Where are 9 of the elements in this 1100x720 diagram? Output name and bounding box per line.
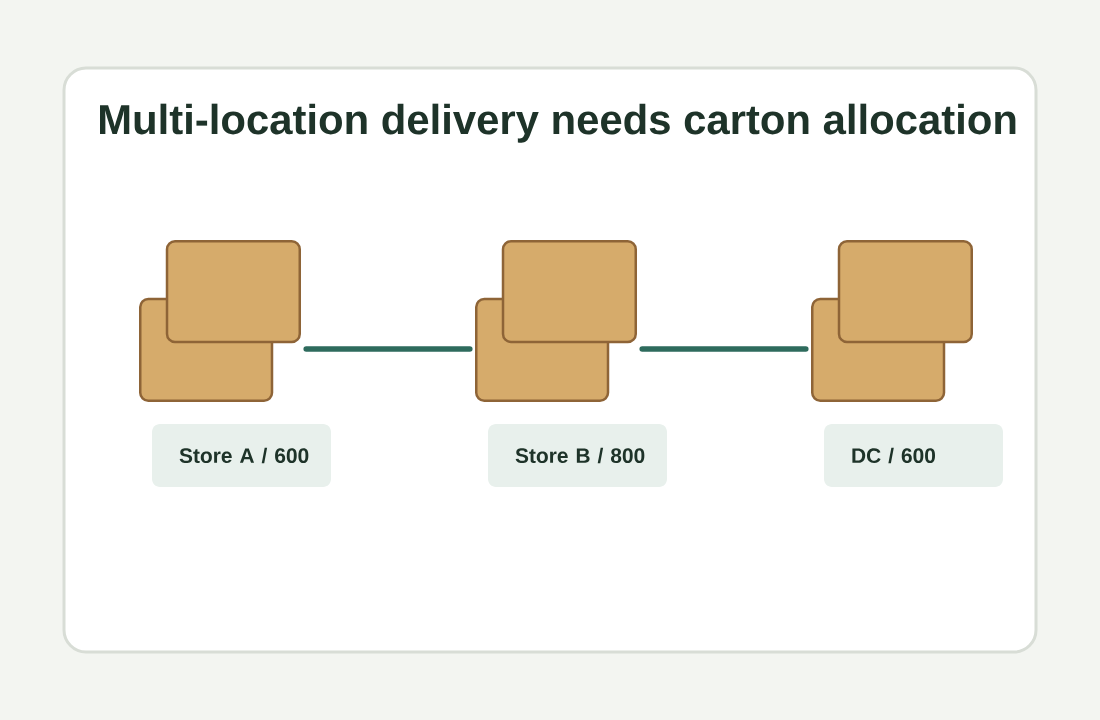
connector-line xyxy=(303,346,473,352)
connector-line xyxy=(639,346,809,352)
label-box: DC / 600 xyxy=(824,424,1003,487)
carton-stack xyxy=(475,240,637,402)
title: Multi-location delivery needs carton allocation xyxy=(100,103,1016,143)
carton-stack xyxy=(139,240,301,402)
label-box: Store A / 600 xyxy=(152,424,331,487)
carton-stack xyxy=(811,240,973,402)
label-box: Store B / 800 xyxy=(488,424,667,487)
